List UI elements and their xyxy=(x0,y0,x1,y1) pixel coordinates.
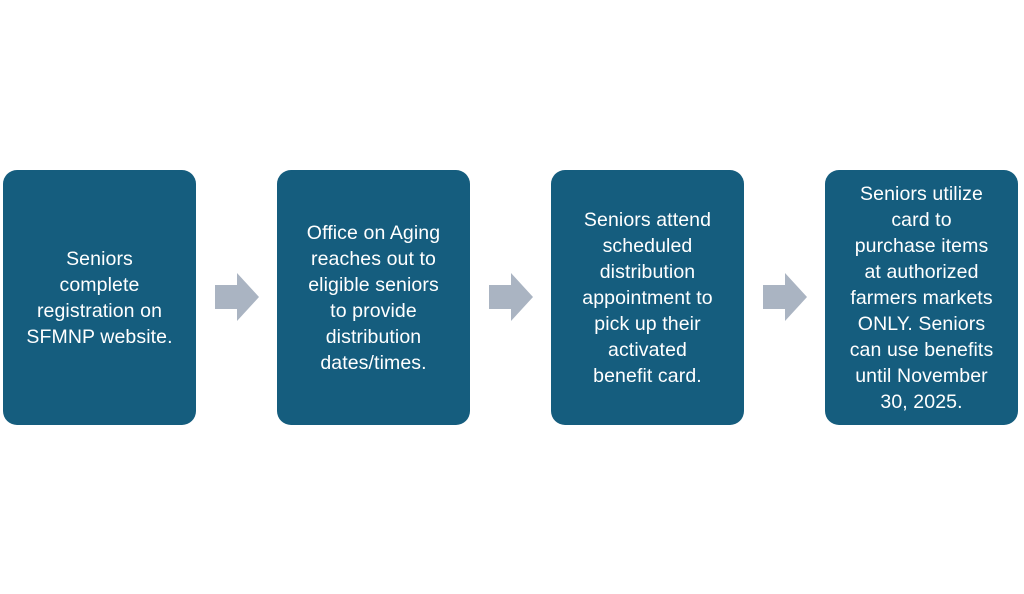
step-box-usage: Seniors utilize card to purchase items a… xyxy=(825,170,1018,425)
step-box-outreach: Office on Aging reaches out to eligible … xyxy=(277,170,470,425)
step-box-registration: Seniors complete registration on SFMNP w… xyxy=(3,170,196,425)
step-text: Seniors utilize card to purchase items a… xyxy=(849,182,994,413)
step-box-distribution: Seniors attend scheduled distribution ap… xyxy=(551,170,744,425)
step-text: Seniors complete registration on SFMNP w… xyxy=(26,247,173,348)
right-arrow-icon xyxy=(763,273,807,321)
right-arrow-icon xyxy=(489,273,533,321)
step-text: Office on Aging reaches out to eligible … xyxy=(306,221,441,374)
right-arrow-icon xyxy=(215,273,259,321)
step-text: Seniors attend scheduled distribution ap… xyxy=(582,208,713,387)
